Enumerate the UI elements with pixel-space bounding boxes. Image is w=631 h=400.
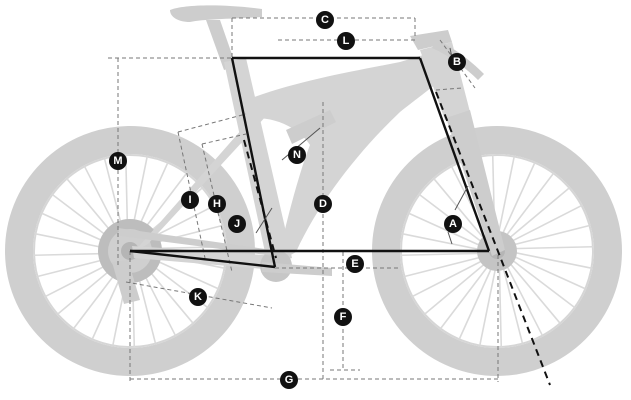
front-spoke [502, 258, 544, 336]
saddle [170, 5, 262, 22]
front-spoke [496, 156, 515, 242]
head-tube-line [418, 57, 491, 252]
seat-axis-line [243, 139, 277, 259]
marker-i-label: I [188, 194, 191, 206]
front-spoke [401, 252, 488, 257]
marker-m: M [109, 152, 127, 170]
marker-f: F [334, 308, 352, 326]
arrow-a [454, 185, 469, 211]
marker-b-label: B [453, 56, 461, 68]
front-spoke [433, 178, 490, 246]
marker-k: K [189, 288, 207, 306]
marker-n-label: N [293, 149, 301, 161]
marker-l: L [337, 32, 355, 50]
marker-h-label: H [213, 198, 221, 210]
seat-stay [134, 114, 268, 252]
seat-tube [224, 58, 292, 266]
chainstay-line [129, 249, 276, 269]
stem [410, 30, 452, 50]
geometry-lines [129, 56, 551, 386]
front-spoke [500, 172, 555, 243]
marker-k-label: K [194, 291, 202, 303]
marker-m-label: M [113, 155, 122, 167]
front-spoke [502, 187, 570, 244]
crank-arm [262, 262, 332, 276]
chain [118, 228, 274, 256]
front-spoke [439, 259, 494, 330]
front-spoke [412, 256, 490, 298]
front-spoke [458, 260, 496, 340]
marker-b: B [448, 53, 466, 71]
front-spoke [504, 256, 561, 324]
marker-c-label: C [321, 14, 329, 26]
dim-line-k [125, 281, 273, 309]
front-spoke [506, 252, 586, 290]
front-spoke [504, 204, 582, 246]
marker-a-label: A [449, 218, 457, 230]
front-spoke [506, 250, 592, 269]
front-spoke [498, 260, 503, 347]
bike-frame [112, 5, 505, 304]
steering-axis-line [435, 91, 551, 386]
seat-tube-line [230, 57, 277, 268]
marker-a: A [444, 215, 462, 233]
marker-d-label: D [319, 198, 327, 210]
marker-i: I [181, 191, 199, 209]
marker-d: D [314, 195, 332, 213]
markers: C L B M N I H D [109, 11, 466, 389]
marker-l-label: L [343, 35, 350, 47]
marker-c: C [316, 11, 334, 29]
head-tube [420, 42, 470, 120]
marker-e-label: E [351, 258, 358, 270]
marker-f-label: F [340, 311, 347, 323]
front-spoke [505, 254, 576, 309]
suspension-fork [446, 110, 505, 256]
marker-j: J [228, 215, 246, 233]
front-spoke [424, 258, 492, 315]
front-spoke [479, 260, 498, 346]
marker-g-label: G [285, 374, 294, 386]
front-spoke [505, 224, 590, 248]
front-spoke [498, 162, 536, 242]
front-triangle [246, 50, 452, 262]
front-spoke [500, 259, 524, 344]
front-spoke [402, 233, 488, 252]
marker-n: N [288, 146, 306, 164]
front-spoke [404, 254, 489, 278]
arrow-j [255, 207, 273, 234]
front-spoke [506, 245, 593, 250]
marker-h: H [208, 195, 226, 213]
marker-j-label: J [234, 218, 240, 230]
front-wheel-spokes [401, 155, 593, 347]
marker-g: G [280, 371, 298, 389]
marker-e: E [346, 255, 364, 273]
